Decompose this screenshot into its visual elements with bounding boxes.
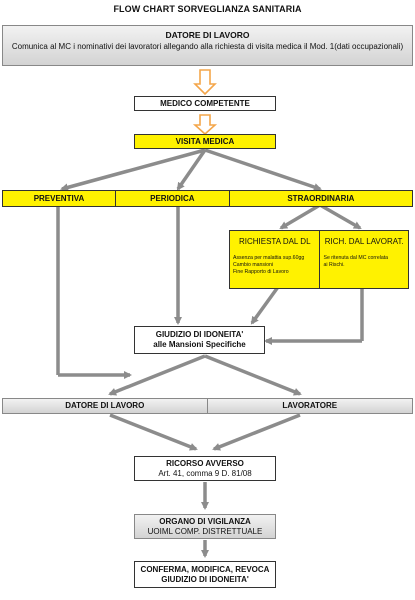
party-lavoratore: LAVORATORE <box>207 398 413 414</box>
giudizio-line-2: alle Mansioni Specifiche <box>153 340 246 349</box>
orange-arrow-2 <box>192 114 218 136</box>
type-periodica: PERIODICA <box>115 190 230 207</box>
medico-competente-box: MEDICO COMPETENTE <box>134 96 276 111</box>
richiesta-lavoratore-box: RICH. DAL LAVORAT. Se ritenuta dal MC co… <box>320 230 409 289</box>
arrow-to-richiesta-lav <box>319 203 362 230</box>
orange-arrow-1 <box>193 69 217 96</box>
arrow-to-lavoratore <box>204 354 302 396</box>
visita-medica-box: VISITA MEDICA <box>134 134 276 149</box>
richiesta-dl-line: Cambio mansioni <box>233 262 274 268</box>
conferma-line-2: GIUDIZIO DI IDONEITA' <box>161 574 249 584</box>
organo-line-1: ORGANO DI VIGILANZA <box>159 516 251 526</box>
arrow-lavoratore-to-ricorso <box>212 413 301 451</box>
arrow-to-preventiva <box>60 148 206 192</box>
straordinaria-requests: RICHIESTA DAL DL Assenza per malattia su… <box>229 230 409 289</box>
type-straordinaria: STRAORDINARIA <box>229 190 413 207</box>
giudizio-idoneita-box: GIUDIZIO DI IDONEITA' alle Mansioni Spec… <box>134 326 265 354</box>
richiesta-dl-box: RICHIESTA DAL DL Assenza per malattia su… <box>229 230 321 289</box>
richiesta-dl-line: Assenza per malattia sup.60gg <box>233 255 305 261</box>
visit-types-row: PREVENTIVA PERIODICA STRAORDINARIA <box>2 190 413 207</box>
giudizio-line-1: GIUDIZIO DI IDONEITA' <box>155 330 244 339</box>
datore-heading: DATORE DI LAVORO <box>165 30 250 40</box>
ricorso-line-2: Art. 41, comma 9 D. 81/08 <box>158 468 252 478</box>
datore-text: Comunica al MC i nominativi dei lavorato… <box>11 42 404 51</box>
arrow-dl-to-giudizio <box>250 285 280 325</box>
datore-di-lavoro-box: DATORE DI LAVORO Comunica al MC i nomina… <box>2 25 413 66</box>
richiesta-lav-heading: RICH. DAL LAVORAT. <box>324 237 404 246</box>
richiesta-dl-line: Fine Rapporto di Lavoro <box>233 269 289 275</box>
richiesta-lav-line: ai Rischi. <box>323 262 345 268</box>
richiesta-lav-line: Se ritenuta dal MC correlata <box>323 255 389 261</box>
arrow-to-straordinaria <box>204 148 322 191</box>
ricorso-avverso-box: RICORSO AVVERSO Art. 41, comma 9 D. 81/0… <box>134 456 276 481</box>
richiesta-dl-heading: RICHIESTA DAL DL <box>238 237 311 246</box>
arrow-to-datore <box>108 354 206 396</box>
conferma-line-1: CONFERMA, MODIFICA, REVOCA <box>140 564 270 574</box>
conferma-box: CONFERMA, MODIFICA, REVOCA GIUDIZIO DI I… <box>134 561 276 588</box>
parties-row: DATORE DI LAVORO LAVORATORE <box>2 398 413 414</box>
type-preventiva: PREVENTIVA <box>2 190 116 207</box>
party-datore-di-lavoro: DATORE DI LAVORO <box>2 398 208 414</box>
arrow-datore-to-ricorso <box>109 413 198 451</box>
page-title: FLOW CHART SORVEGLIANZA SANITARIA <box>113 4 302 14</box>
arrow-to-periodica <box>176 149 207 191</box>
ricorso-line-1: RICORSO AVVERSO <box>166 458 244 468</box>
organo-line-2: UOIML COMP. DISTRETTUALE <box>147 526 263 536</box>
organo-vigilanza-box: ORGANO DI VIGILANZA UOIML COMP. DISTRETT… <box>134 514 276 539</box>
arrow-to-richiesta-dl <box>279 203 321 230</box>
